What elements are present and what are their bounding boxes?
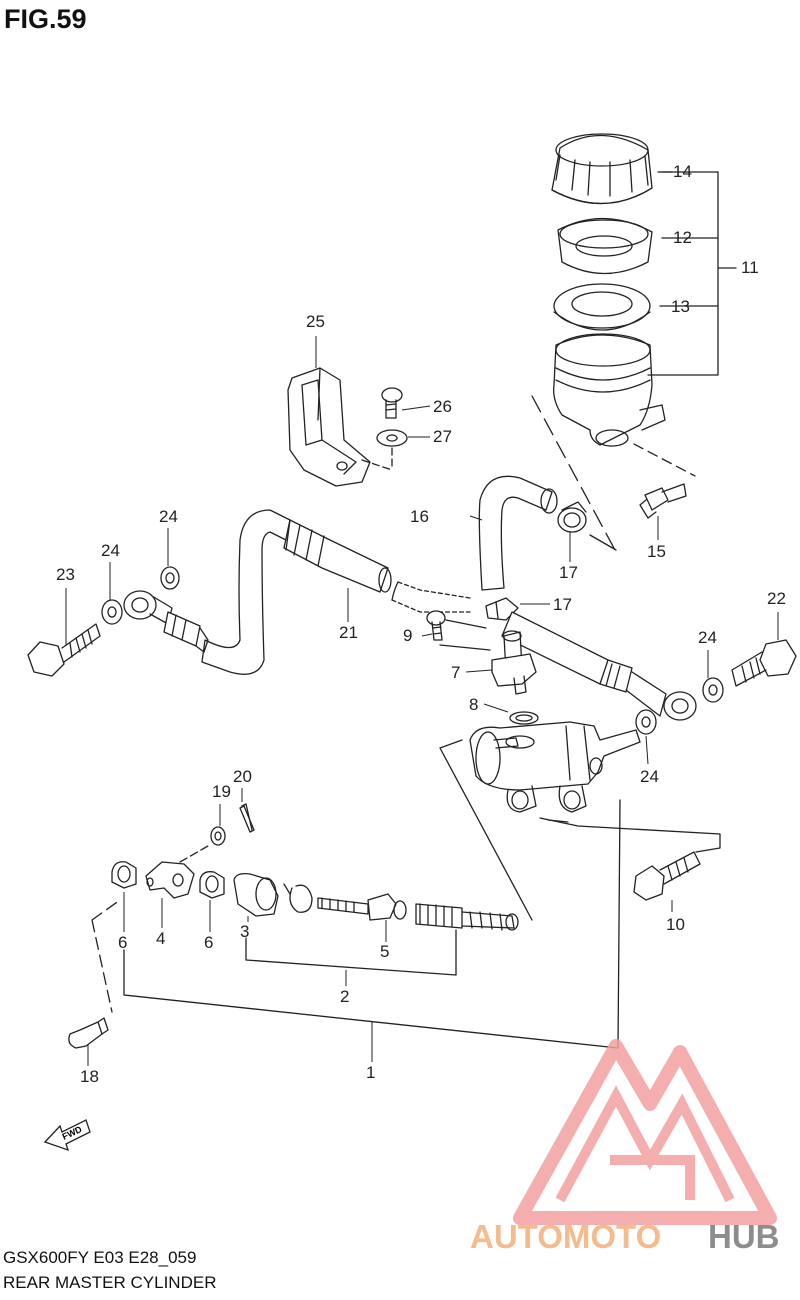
washer-24-b (160, 566, 180, 590)
part-label-24-c: 24 (698, 628, 717, 647)
part-label-6-a: 6 (118, 933, 127, 952)
washer-19 (210, 826, 226, 846)
part-label-18: 18 (80, 1067, 99, 1086)
part-label-3: 3 (240, 922, 249, 941)
diaphragm (553, 283, 651, 331)
banjo-bolt-22 (731, 639, 797, 687)
pushrod-5 (317, 893, 407, 921)
watermark-automoto: AUTOMOTO (470, 1218, 661, 1255)
pin-18 (68, 1017, 109, 1049)
part-label-24-d: 24 (640, 767, 659, 786)
screw-26 (381, 387, 403, 419)
connector-7 (491, 630, 537, 695)
hose-21 (201, 509, 392, 675)
part-label-4: 4 (156, 929, 165, 948)
part-label-11: 11 (741, 258, 759, 277)
part-label-20: 20 (233, 767, 252, 786)
watermark-hub: HUB (708, 1218, 780, 1255)
part-label-5: 5 (380, 942, 389, 961)
diagram-code: GSX600FY E03 E28_059 (3, 1248, 197, 1267)
bolt-10 (633, 851, 701, 901)
diagram-name: REAR MASTER CYLINDER (3, 1273, 217, 1292)
nut-6-left (111, 861, 137, 889)
part-label-7: 7 (451, 663, 460, 682)
part-label-25: 25 (306, 312, 325, 331)
clamp-17-upper (557, 501, 587, 533)
part-label-6-b: 6 (204, 933, 213, 952)
circlip (283, 883, 313, 913)
master-cylinder-body (469, 721, 641, 813)
figure-title: FIG.59 (4, 4, 87, 34)
clevis-4 (145, 861, 195, 899)
banjo-bolt-23 (27, 623, 101, 677)
washer-24-a (101, 599, 123, 625)
part-label-27: 27 (433, 427, 452, 446)
o-ring-8 (509, 711, 539, 725)
part-label-26: 26 (433, 397, 452, 416)
washer-27 (376, 429, 408, 447)
part-label-19: 19 (212, 782, 231, 801)
part-label-17-a: 17 (559, 563, 578, 582)
part-label-21: 21 (339, 623, 358, 642)
reservoir-body (553, 333, 666, 447)
part-labels: 14 12 11 13 25 26 27 16 24 24 15 17 23 2… (56, 162, 786, 1086)
reservoir-cap (551, 133, 653, 205)
part-label-15: 15 (647, 542, 666, 561)
diaphragm-plate (557, 217, 653, 275)
washer-24-c (702, 677, 724, 703)
hose-right (501, 611, 697, 721)
screw-9 (426, 610, 446, 641)
part-label-1: 1 (366, 1063, 375, 1082)
part-label-16: 16 (410, 507, 429, 526)
part-label-24-a: 24 (159, 507, 178, 526)
part-label-9: 9 (403, 626, 412, 645)
automotohub-logo: AUTOMOTO HUB (470, 1039, 780, 1255)
banjo-left (123, 590, 209, 653)
boot-3 (233, 872, 279, 917)
nut-6-right (199, 871, 225, 899)
part-label-14: 14 (673, 162, 692, 181)
part-label-17-b: 17 (553, 595, 572, 614)
part-label-24-b: 24 (101, 541, 120, 560)
cotter-pin-20 (239, 803, 255, 833)
part-label-2: 2 (340, 987, 349, 1006)
part-label-13: 13 (671, 297, 690, 316)
bolt-15 (639, 483, 687, 519)
hose-16 (478, 475, 558, 591)
leader-lines (65, 336, 779, 1066)
part-label-22: 22 (767, 589, 786, 608)
part-label-23: 23 (56, 565, 75, 584)
bracket-25 (287, 367, 371, 487)
piston-spring (415, 903, 519, 931)
fwd-arrow-icon: FWD (43, 1119, 91, 1152)
part-label-8: 8 (469, 695, 478, 714)
washer-24-d (635, 709, 657, 735)
part-label-12: 12 (673, 228, 692, 247)
part-label-10: 10 (666, 915, 685, 934)
